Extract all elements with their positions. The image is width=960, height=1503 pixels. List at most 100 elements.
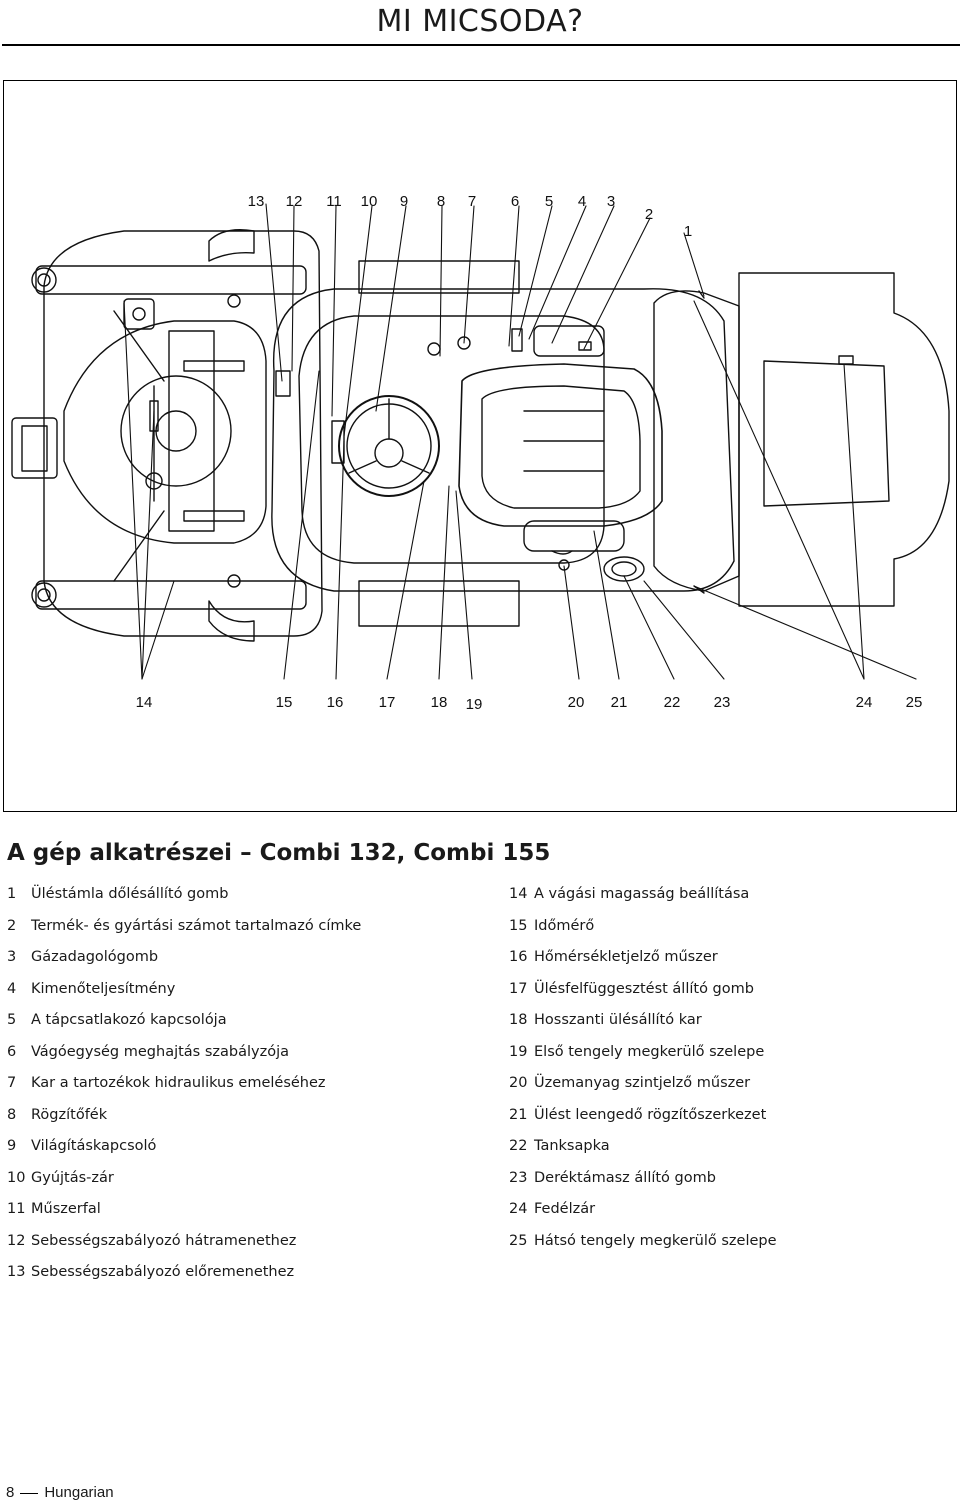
callout-9: 9 bbox=[400, 193, 408, 210]
item-number: 21 bbox=[509, 1106, 528, 1123]
list-item: 22 Tanksapka bbox=[509, 1136, 777, 1168]
list-item: 24 Fedélzár bbox=[509, 1199, 777, 1231]
list-item: 1 Üléstámla dőlésállító gomb bbox=[7, 884, 361, 916]
title-rule bbox=[2, 44, 960, 46]
list-item: 3 Gázadagológomb bbox=[7, 947, 361, 979]
list-item: 6 Vágóegység meghajtás szabályzója bbox=[7, 1042, 361, 1074]
callout-22: 22 bbox=[664, 694, 681, 711]
callout-20: 20 bbox=[568, 694, 585, 711]
item-label: A tápcsatlakozó kapcsolója bbox=[31, 1012, 227, 1028]
item-number: 15 bbox=[509, 917, 528, 934]
item-label: Deréktámasz állító gomb bbox=[534, 1169, 716, 1186]
callout-16: 16 bbox=[327, 694, 344, 711]
list-item: 21 Ülést leengedő rögzítőszerkezet bbox=[509, 1105, 777, 1137]
callout-8: 8 bbox=[437, 193, 445, 210]
list-item: 4 Kimenőteljesítmény bbox=[7, 979, 361, 1011]
callout-18: 18 bbox=[431, 694, 448, 711]
item-label: Ülésfelfüggesztést állító gomb bbox=[534, 980, 754, 997]
top-callouts: 13 12 11 10 9 8 7 6 5 4 3 2 1 bbox=[248, 193, 693, 240]
item-number: 2 bbox=[7, 917, 17, 934]
list-item: 25 Hátsó tengely megkerülő szelepe bbox=[509, 1231, 777, 1263]
item-label: Vágóegység meghajtás szabályzója bbox=[31, 1043, 289, 1060]
item-number: 9 bbox=[7, 1138, 17, 1154]
callout-13: 13 bbox=[248, 193, 265, 210]
item-label: Ülést leengedő rögzítőszerkezet bbox=[534, 1106, 767, 1123]
list-item: 7 Kar a tartozékok hidraulikus emeléséhez bbox=[7, 1073, 361, 1105]
item-label: Kimenőteljesítmény bbox=[31, 980, 176, 997]
list-item: 2 Termék- és gyártási számot tartalmazó c… bbox=[7, 916, 361, 948]
list-item: 16 Hőmérsékletjelző műszer bbox=[509, 947, 777, 979]
item-number: 22 bbox=[509, 1138, 528, 1154]
item-number: 6 bbox=[7, 1043, 17, 1060]
callout-14: 14 bbox=[136, 694, 153, 711]
callout-17: 17 bbox=[379, 694, 396, 711]
machine-diagram: 13 12 11 10 9 8 7 6 5 4 3 2 1 14 15 16 1… bbox=[3, 80, 957, 812]
item-number: 4 bbox=[7, 980, 17, 997]
callout-11: 11 bbox=[326, 193, 342, 210]
item-number: 11 bbox=[7, 1201, 26, 1217]
item-number: 25 bbox=[509, 1232, 528, 1249]
footer-language: Hungarian bbox=[44, 1484, 114, 1501]
item-label: Üléstámla dőlésállító gomb bbox=[31, 886, 229, 902]
item-number: 14 bbox=[509, 886, 528, 902]
page-number: 8 bbox=[6, 1484, 15, 1501]
list-item: 9 Világításkapcsoló bbox=[7, 1136, 361, 1168]
list-item: 20 Üzemanyag szintjelző műszer bbox=[509, 1073, 777, 1105]
item-number: 8 bbox=[7, 1106, 17, 1123]
item-number: 3 bbox=[7, 949, 17, 965]
item-label: Hátsó tengely megkerülő szelepe bbox=[534, 1232, 777, 1249]
item-number: 17 bbox=[509, 980, 528, 997]
item-number: 13 bbox=[7, 1264, 26, 1280]
item-number: 23 bbox=[509, 1169, 528, 1186]
footer-dash bbox=[20, 1492, 39, 1494]
callout-15: 15 bbox=[276, 694, 293, 711]
mower-deck bbox=[11, 229, 323, 642]
item-label: Termék- és gyártási számot tartalmazó cí… bbox=[31, 917, 362, 934]
list-item: 5 A tápcsatlakozó kapcsolója bbox=[7, 1010, 361, 1042]
item-label: Első tengely megkerülő szelepe bbox=[534, 1043, 765, 1060]
item-number: 24 bbox=[509, 1201, 528, 1217]
item-number: 1 bbox=[7, 886, 17, 902]
callout-3: 3 bbox=[607, 193, 615, 210]
leader-lines bbox=[123, 203, 917, 680]
callout-21: 21 bbox=[611, 694, 628, 711]
item-label: Világításkapcsoló bbox=[31, 1138, 157, 1154]
item-label: Időmérő bbox=[534, 917, 595, 934]
item-label: Hőmérsékletjelző műszer bbox=[534, 949, 718, 965]
list-item: 17 Ülésfelfüggesztést állító gomb bbox=[509, 979, 777, 1011]
item-label: Rögzítőfék bbox=[31, 1106, 108, 1123]
item-number: 12 bbox=[7, 1232, 26, 1249]
item-number: 20 bbox=[509, 1075, 528, 1091]
item-label: Üzemanyag szintjelző műszer bbox=[534, 1075, 751, 1091]
item-label: Tanksapka bbox=[534, 1138, 610, 1154]
callout-2: 2 bbox=[645, 206, 653, 223]
callout-23: 23 bbox=[714, 694, 731, 711]
tractor-body bbox=[271, 260, 950, 627]
item-number: 7 bbox=[7, 1075, 17, 1091]
item-label: Fedélzár bbox=[534, 1201, 596, 1217]
callout-12: 12 bbox=[286, 193, 303, 210]
item-number: 16 bbox=[509, 949, 528, 965]
item-label: Gázadagológomb bbox=[31, 949, 159, 965]
list-item: 23 Deréktámasz állító gomb bbox=[509, 1168, 777, 1200]
callout-6: 6 bbox=[511, 193, 519, 210]
section-heading: A gép alkatrészei – Combi 132, Combi 155 bbox=[7, 840, 551, 866]
list-item: 15 Időmérő bbox=[509, 916, 777, 948]
machine-diagram-svg: 13 12 11 10 9 8 7 6 5 4 3 2 1 14 15 16 1… bbox=[11, 193, 950, 713]
parts-list-left: 1 Üléstámla dőlésállító gomb 2 Termék- és … bbox=[7, 884, 361, 1294]
callout-4: 4 bbox=[578, 193, 586, 210]
item-number: 10 bbox=[7, 1169, 26, 1186]
callout-5: 5 bbox=[545, 193, 553, 210]
item-number: 5 bbox=[7, 1012, 17, 1028]
item-label: Kar a tartozékok hidraulikus emeléséhez bbox=[31, 1075, 326, 1091]
page-footer: 8 Hungarian bbox=[6, 1484, 114, 1501]
page-title: MI MICSODA? bbox=[376, 4, 584, 39]
